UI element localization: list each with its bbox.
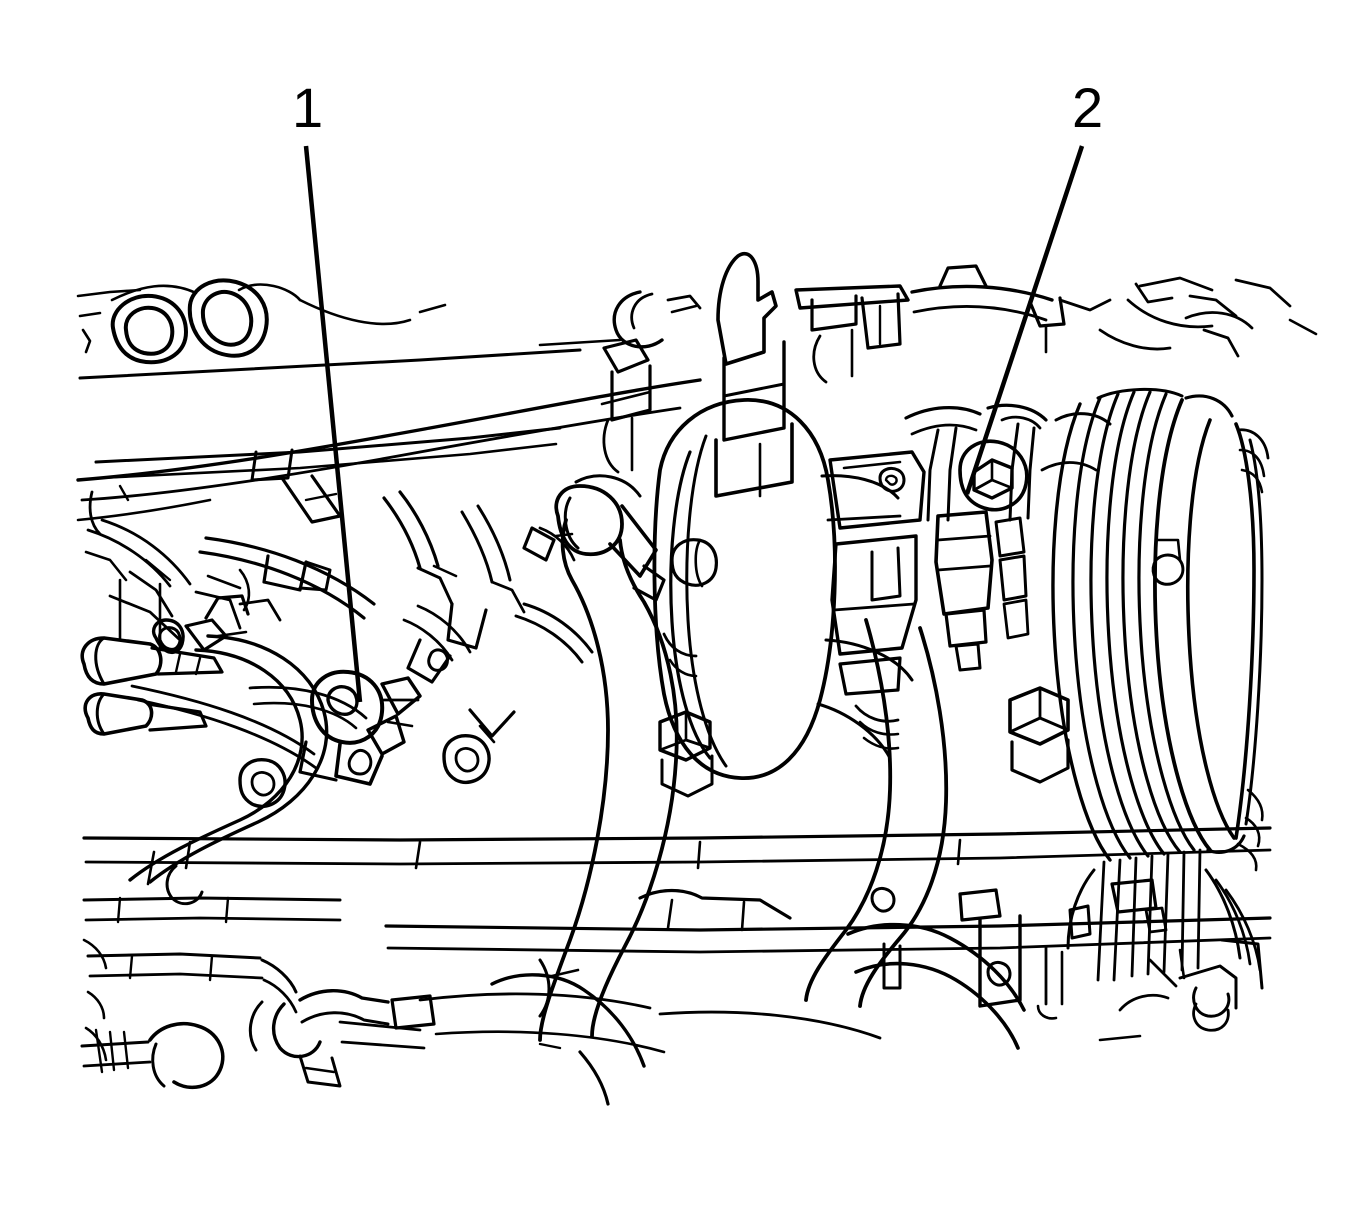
mounting-bolt-hex-right <box>1008 686 1070 784</box>
line-art-group <box>76 252 1318 1106</box>
engine-block-top-contour <box>76 378 702 536</box>
right-side-details <box>1040 282 1318 472</box>
mid-frame-hoses <box>198 526 594 664</box>
head-bolts <box>238 708 714 809</box>
callout-1-leader <box>303 145 363 703</box>
bottom-right-bracket <box>1036 938 1264 1042</box>
intake-manifold-detail <box>600 252 1292 498</box>
left-bracket-arms <box>382 490 574 684</box>
oil-pan-and-bracketry <box>80 878 1272 1106</box>
compressor-mounting-bracket <box>828 450 926 750</box>
callout-leader-lines <box>303 145 1085 703</box>
left-bottom-tubes <box>82 896 342 1020</box>
hose-fitting-block-left <box>298 669 422 786</box>
bell-housing-face <box>76 278 622 380</box>
left-hose-cluster <box>80 518 368 884</box>
callout-2-label: 2 <box>1072 76 1104 139</box>
engine-rail-upper <box>94 426 562 524</box>
clutch-pulley-grooved <box>1051 388 1270 872</box>
callout-2-leader <box>964 145 1085 495</box>
ac-compressor-body <box>652 398 914 780</box>
engine-block-lower-rails <box>82 826 1272 906</box>
callout-1-label: 1 <box>292 76 324 139</box>
bottom-center-contours <box>418 992 882 1054</box>
